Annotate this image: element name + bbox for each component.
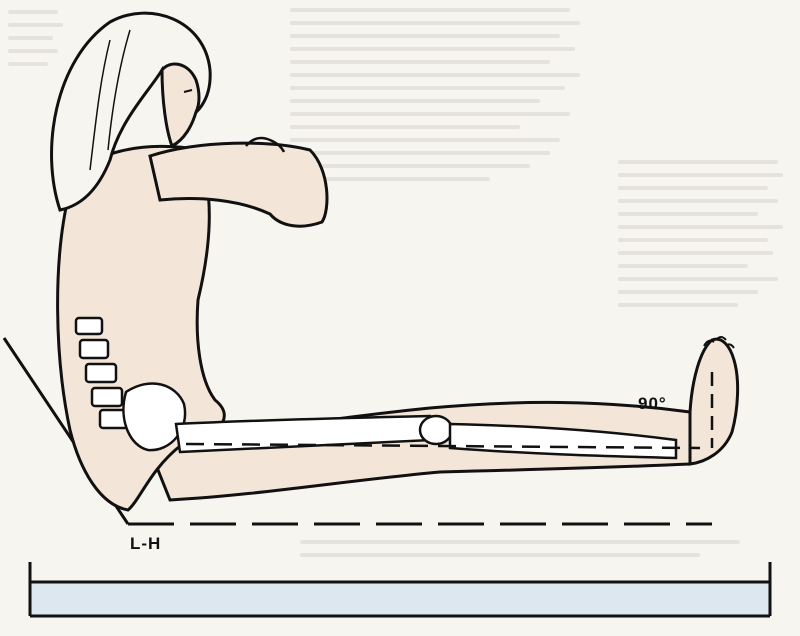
knee [420,416,452,444]
face [162,64,199,146]
vertebra-1 [76,318,102,334]
vertebra-3 [86,364,116,382]
pelvis [123,383,185,450]
vertebra-4 [92,388,122,406]
exam-table [30,562,770,616]
foot [690,339,738,464]
reference-label: L-H [130,534,161,554]
angle-label: 90° [638,394,667,414]
vertebra-2 [80,340,108,358]
table-surface [30,582,770,616]
